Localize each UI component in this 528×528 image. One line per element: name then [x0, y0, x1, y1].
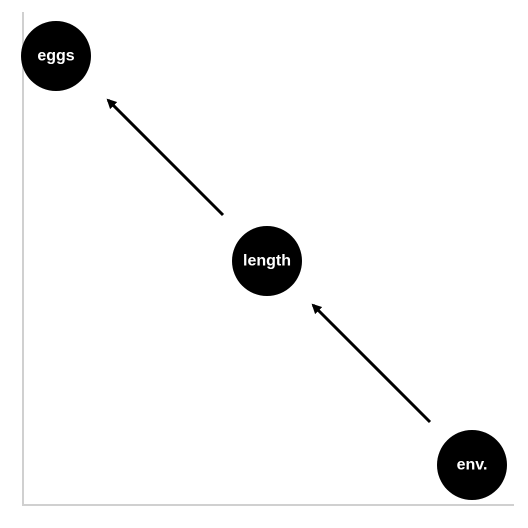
- node-eggs-label: eggs: [37, 48, 74, 65]
- node-length-circle: [232, 226, 302, 296]
- node-env: env.: [437, 430, 507, 500]
- node-length: length: [232, 226, 302, 296]
- edge-length-to-eggs: [106, 98, 225, 217]
- edge-env-to-length: [311, 303, 432, 424]
- node-length-label: length: [243, 253, 291, 270]
- node-eggs-circle: [21, 21, 91, 91]
- node-eggs: eggs: [21, 21, 91, 91]
- node-env-label: env.: [457, 457, 488, 474]
- node-env-circle: [437, 430, 507, 500]
